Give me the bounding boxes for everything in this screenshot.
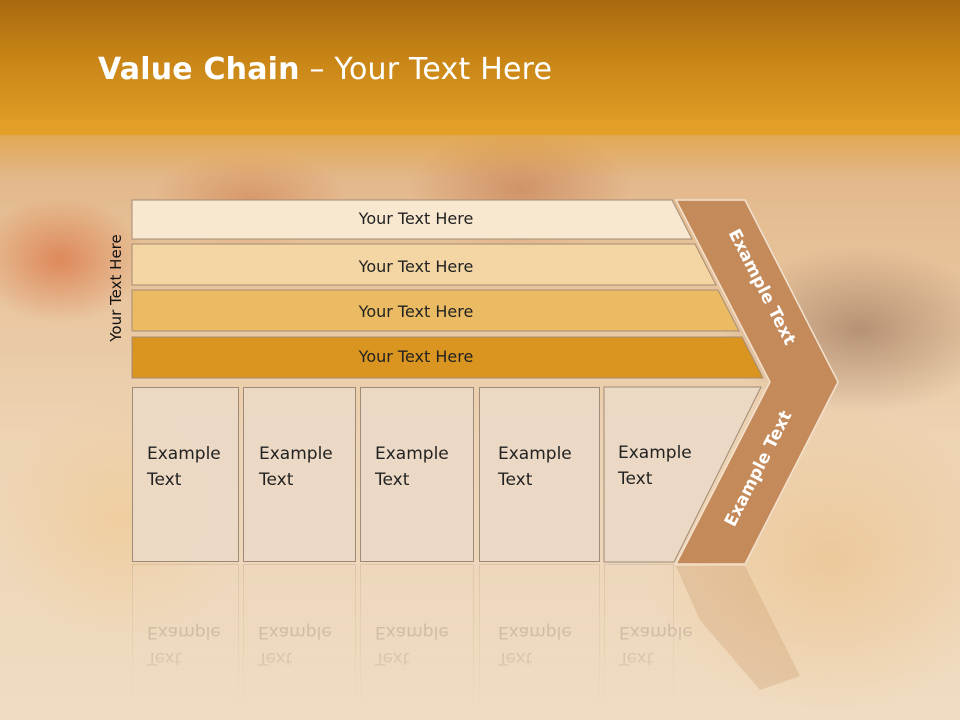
bar-shape-2 [131, 243, 717, 286]
box-line-2: Text [147, 470, 182, 490]
box-line-2: Text [618, 469, 653, 489]
activity-box-text: Example Text [375, 441, 465, 493]
activity-box-4: Example Text [479, 387, 600, 562]
box-line-1: Example [375, 444, 449, 464]
bar-shape-4 [131, 336, 764, 379]
box-line-1: Example [498, 444, 572, 464]
bar-label-1: Your Text Here [358, 209, 474, 228]
bar-label-4: Your Text Here [358, 347, 474, 366]
box-line-1: Example [618, 443, 692, 463]
box-line-2: Text [498, 470, 533, 490]
title-separator: – [299, 52, 335, 87]
header-fade [0, 120, 960, 180]
title-bold: Value Chain [98, 52, 300, 87]
box-line-1: Example [147, 444, 221, 464]
chevron-reflection [676, 566, 800, 690]
slide-title: Value Chain – Your Text Here [98, 52, 552, 96]
header-band [0, 0, 960, 135]
bar-shape-1 [131, 199, 693, 240]
bar-label-2: Your Text Here [358, 257, 474, 276]
chevron-shape [674, 199, 839, 565]
box-line-1: Example [259, 444, 333, 464]
activity-box-3: Example Text [360, 387, 474, 562]
box-line-2: Text [259, 470, 294, 490]
activity-box-1: Example Text [132, 387, 239, 562]
bar-shape-3 [131, 289, 740, 332]
activity-box-5-text: Example Text [618, 440, 708, 492]
activity-box-text: Example Text [259, 441, 349, 493]
activity-box-text: Example Text [498, 441, 588, 493]
activity-box-2: Example Text [243, 387, 356, 562]
box-line-2: Text [375, 470, 410, 490]
activity-box-text: Example Text [147, 441, 237, 493]
title-rest: Your Text Here [334, 52, 553, 87]
bar-label-3: Your Text Here [358, 302, 474, 321]
box-shape-5 [603, 386, 762, 563]
